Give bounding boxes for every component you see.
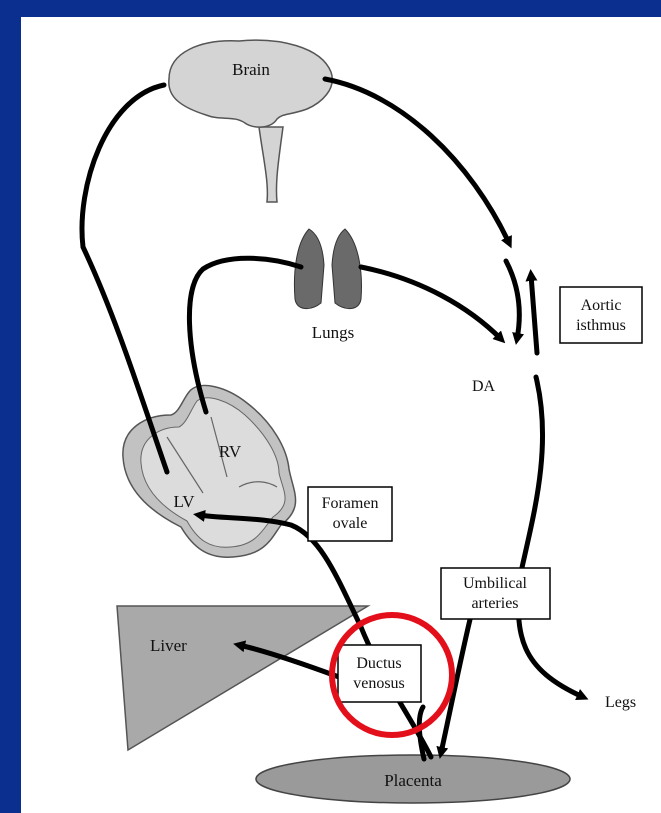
placenta-label: Placenta (384, 771, 442, 790)
foramen-ovale-label-line1: Foramen (322, 495, 379, 512)
aortic-isthmus-label-line1: Aortic (581, 297, 622, 314)
legs-label: Legs (605, 694, 636, 711)
aortic-isthmus-label-line2: isthmus (576, 317, 626, 334)
brain-label: Brain (232, 60, 270, 79)
ductus-venosus-label-line1: Ductus (356, 655, 401, 672)
ductus-venosus-label-line2: venosus (353, 675, 405, 692)
ductus-venosus-box (338, 645, 421, 702)
umbilical-arteries-label-line1: Umbilical (463, 575, 528, 592)
aortic-isthmus-box (560, 287, 642, 343)
fetal-circulation-diagram: Placenta Liver Brain Lungs RV (21, 17, 661, 813)
da-label: DA (472, 378, 496, 395)
lungs-label: Lungs (312, 323, 355, 342)
diagram-panel: Placenta Liver Brain Lungs RV (21, 17, 661, 813)
lv-label: LV (173, 492, 195, 511)
foramen-ovale-label-line2: ovale (333, 515, 368, 532)
liver-label: Liver (150, 636, 187, 655)
lungs-shape (294, 229, 361, 309)
umbilical-arteries-label-line2: arteries (471, 595, 518, 612)
rv-label: RV (219, 442, 242, 461)
